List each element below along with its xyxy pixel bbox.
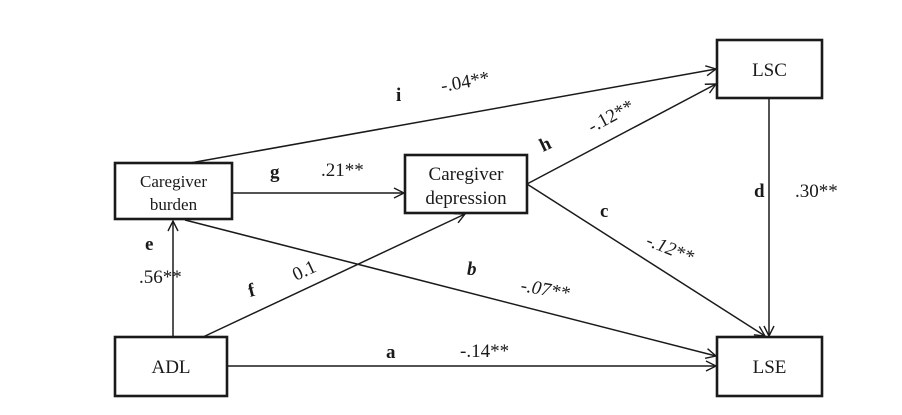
edge-f-adl-to-depression	[202, 214, 465, 338]
node-label: depression	[425, 188, 507, 209]
path-coefficient-i: -.04**	[439, 68, 491, 97]
node-caregiver-depression: Caregiver depression	[403, 153, 529, 215]
edge-h-depression-to-lsc	[526, 84, 716, 185]
path-letter-a: a	[386, 342, 396, 363]
node-lsc: LSC	[715, 38, 824, 100]
node-caregiver-burden: Caregiver burden	[113, 161, 234, 221]
path-coefficient-g: .21**	[321, 160, 364, 181]
path-letter-c: c	[600, 201, 608, 222]
path-letter-h: h	[536, 133, 555, 157]
edge-b-burden-to-lse	[184, 219, 716, 356]
path-letter-i: i	[396, 85, 401, 106]
path-letter-f: f	[246, 280, 258, 302]
node-label: Caregiver	[140, 172, 207, 191]
node-label: LSC	[752, 60, 787, 81]
node-label: ADL	[151, 357, 190, 378]
path-letter-g: g	[270, 162, 280, 183]
node-lse: LSE	[715, 335, 824, 398]
edge-c-depression-to-lse	[526, 183, 765, 336]
path-coefficient-f: 0.1	[289, 256, 319, 285]
path-letter-d: d	[754, 181, 765, 202]
path-coefficient-d: .30**	[795, 181, 838, 202]
node-label: burden	[150, 195, 198, 214]
path-letter-e: e	[145, 234, 153, 255]
path-coefficient-h: -.12**	[584, 96, 637, 138]
path-letter-b: b	[467, 259, 477, 280]
path-coefficient-a: -.14**	[460, 341, 509, 362]
edge-i-burden-to-lsc	[189, 69, 716, 164]
node-label: LSE	[753, 357, 787, 378]
node-adl: ADL	[113, 335, 229, 398]
node-label: Caregiver	[429, 164, 505, 185]
path-coefficient-e: .56**	[139, 267, 182, 288]
path-coefficient-b: -.07**	[519, 275, 571, 304]
